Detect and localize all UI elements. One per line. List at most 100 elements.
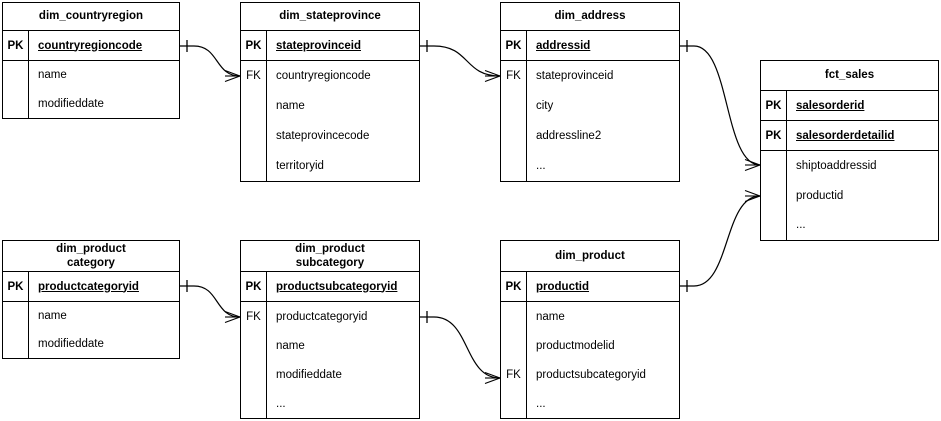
relationship-productcategory-to-subcategory[interactable] (180, 280, 241, 324)
attribute-section-dim_productcategory: name modifieddate (3, 302, 179, 358)
crowsfoot-prong (744, 195, 761, 203)
relationship-line (180, 285, 241, 318)
crowsfoot-prong (484, 371, 501, 379)
key-badge-none (241, 360, 266, 389)
field-name-addressid: addressid (536, 39, 591, 52)
attribute-name-column: countryregioncode name stateprovincecode te… (267, 61, 419, 181)
relationship-line (180, 45, 241, 77)
key-badge-pk: PK (3, 272, 29, 301)
attribute-key-column (3, 61, 29, 118)
key-badge-pk: PK (241, 31, 267, 60)
key-badge-none (501, 91, 526, 121)
attribute-name-column: name modifieddate (29, 61, 179, 118)
key-badge-fk: FK (506, 70, 521, 82)
key-badge-none (761, 210, 786, 240)
entity-title-dim_countryregion: dim_countryregion (3, 3, 179, 31)
attribute-row: shiptoaddressid (796, 159, 877, 172)
relationship-address-to-fctsales[interactable] (680, 40, 761, 172)
entity-title-dim_product: dim_product (501, 241, 679, 272)
key-badge-none (501, 389, 526, 418)
entity-title-dim_stateprovince: dim_stateprovince (241, 3, 419, 31)
relationship-stateprovince-to-address[interactable] (420, 40, 501, 83)
attribute-row: ... (276, 397, 286, 410)
crowsfoot-prong (484, 75, 501, 83)
key-row-dim_address-addressid[interactable]: PK addressid (501, 31, 679, 61)
key-badge-none (3, 90, 28, 119)
key-badge-none (3, 302, 28, 330)
relationship-line (680, 45, 761, 166)
attribute-name-column: name modifieddate (29, 302, 179, 358)
relationship-product-to-fctsales[interactable] (680, 189, 761, 293)
crowsfoot-prong (484, 69, 501, 77)
key-badge-fk: FK (246, 70, 261, 82)
attribute-row: modifieddate (276, 368, 342, 381)
key-badge-pk: PK (501, 31, 527, 60)
relationship-line (680, 195, 761, 287)
attribute-section-dim_countryregion: name modifieddate (3, 61, 179, 118)
key-badge-none (241, 91, 266, 121)
field-name-countryregioncode: countryregioncode (38, 39, 143, 52)
field-name-productid: productid (536, 280, 590, 293)
attribute-row: stateprovincecode (276, 130, 370, 142)
attribute-row: name (536, 310, 565, 323)
attribute-row: territoryid (276, 160, 324, 172)
attribute-row: productid (796, 189, 844, 202)
field-name-productcategoryid: productcategoryid (38, 280, 139, 293)
key-row-dim_productcategory-productcategoryid[interactable]: PK productcategoryid (3, 272, 179, 302)
key-badge-none (501, 151, 526, 181)
crowsfoot-prong (224, 310, 241, 318)
attribute-row: productsubcategoryid (536, 368, 646, 381)
key-badge-pk: PK (241, 272, 267, 301)
key-row-dim_productsubcategory-productsubcategoryid[interactable]: PK productsubcategoryid (241, 272, 419, 302)
attribute-key-column: FK (501, 61, 527, 181)
attribute-row: name (276, 339, 305, 352)
attribute-row: stateprovinceid (536, 70, 614, 82)
key-badge-none (501, 302, 526, 331)
attribute-name-column: productcategoryid name modifieddate... (267, 302, 419, 418)
relationship-countryregion-to-stateprovince[interactable] (180, 40, 241, 83)
attribute-row: name (38, 310, 67, 322)
relationship-subcategory-to-product[interactable] (420, 311, 501, 385)
attribute-row: productcategoryid (276, 310, 368, 323)
field-name-stateprovinceid: stateprovinceid (276, 39, 361, 52)
crowsfoot-prong (224, 69, 241, 77)
attribute-row: name (276, 100, 305, 112)
key-badge-none (241, 151, 266, 181)
attribute-row: modifieddate (38, 97, 104, 110)
key-badge-none (501, 121, 526, 151)
key-row-dim_stateprovince-stateprovinceid[interactable]: PK stateprovinceid (241, 31, 419, 61)
attribute-row: city (536, 100, 554, 112)
field-name-salesorderdetailid: salesorderdetailid (796, 129, 895, 142)
entity-title-dim_productcategory: dim_product category (3, 241, 179, 272)
key-badge-none (241, 331, 266, 360)
attribute-row: countryregioncode (276, 70, 371, 82)
key-badge-none (761, 151, 786, 181)
attribute-row: ... (536, 397, 546, 410)
key-badge-none (241, 121, 266, 151)
key-badge-none (241, 389, 266, 418)
attribute-row: modifieddate (38, 338, 104, 350)
crowsfoot-prong (484, 377, 501, 385)
entity-title-fct_sales: fct_sales (761, 61, 938, 91)
field-name-productsubcategoryid: productsubcategoryid (276, 280, 398, 293)
key-badge-pk: PK (761, 91, 787, 120)
attribute-row: name (38, 69, 67, 82)
crowsfoot-prong (224, 75, 241, 83)
crowsfoot-prong (744, 158, 761, 166)
